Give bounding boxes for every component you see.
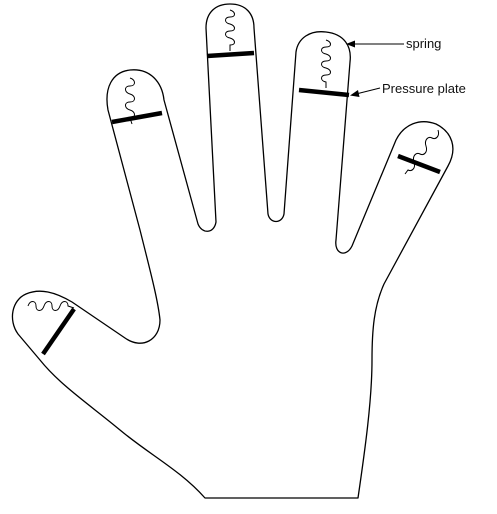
plate-ring [299,90,349,95]
pressure-plate-arrow [350,88,380,97]
spring-ring [322,40,331,88]
spring-middle [226,10,235,51]
spring-thumb [28,302,74,311]
plate-index [112,113,162,122]
spring-label: spring [406,36,441,51]
plate-thumb [43,309,74,354]
spring-arrow [346,41,404,48]
plate-middle [207,53,254,56]
hand-outline [12,4,452,498]
plate-little [398,156,440,172]
pressure-plate-label: Pressure plate [382,81,466,96]
